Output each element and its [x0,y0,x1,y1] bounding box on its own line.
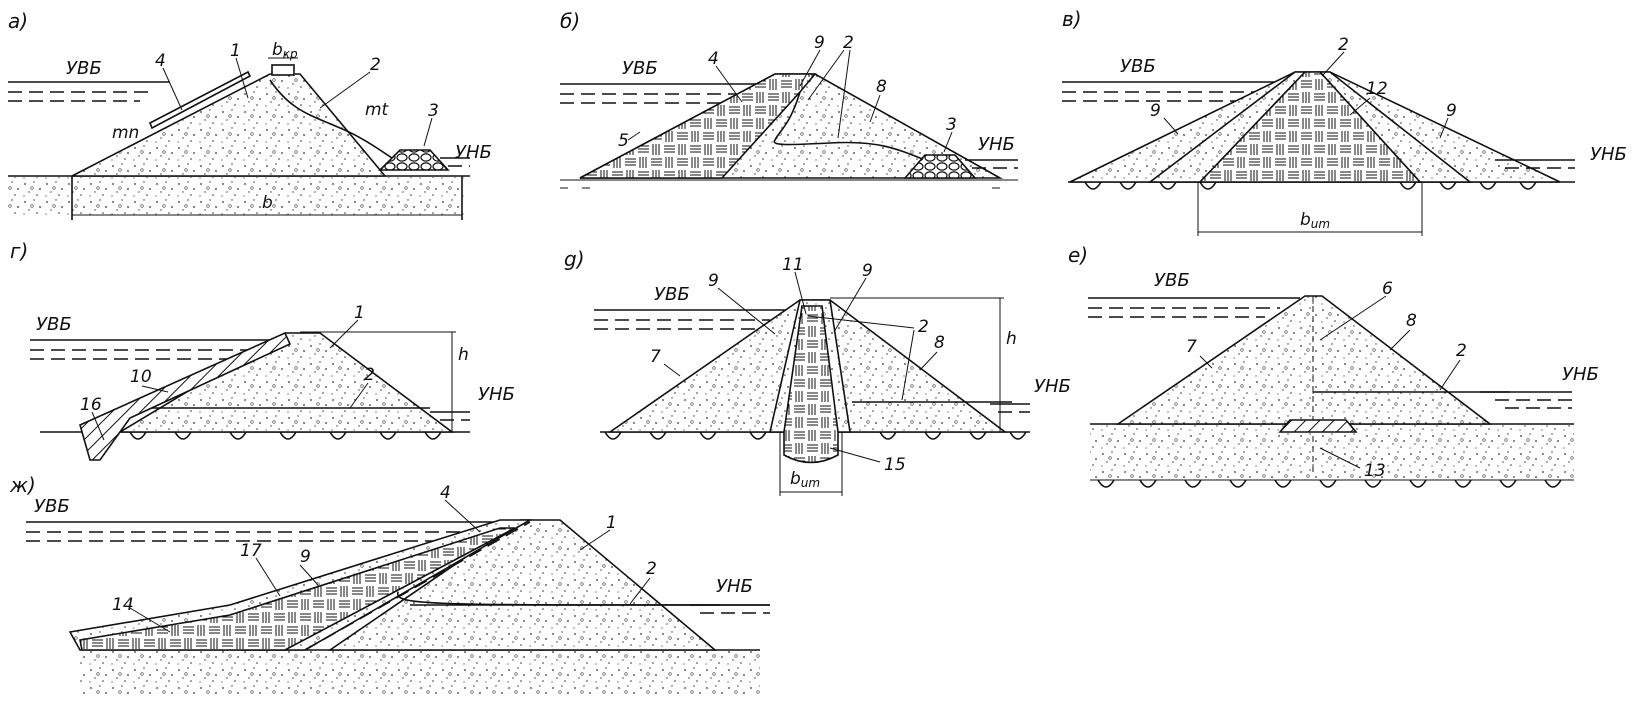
pond-blanket-zh [79,527,516,651]
panel-label-g: г) [10,239,28,263]
callout-10-g: 10 [130,367,152,387]
callout-3-a: 3 [428,101,439,121]
panel-d: g) УВБ УНБ h bum 9 11 [564,247,1071,496]
toe-drain-b [903,154,977,179]
upstream-water-lines-zh [26,521,540,542]
upstream-water-lines-b [560,83,790,104]
height-label-d: h [1006,329,1017,349]
callout-2-a: 2 [370,55,381,75]
callout-4-b: 4 [708,49,719,69]
height-label-g: h [458,345,469,365]
panel-label-v: в) [1062,7,1082,31]
panel-label-a: а) [8,9,28,33]
callout-14-zh: 14 [112,595,134,615]
panel-a: а) УВБ b bҝр УНБ mn mt [8,9,492,220]
upstream-water-lines-g [30,339,272,360]
upstream-water-lines-e [1088,297,1300,318]
callout-2-v: 2 [1338,35,1349,55]
upstream-water-lines-v [1062,81,1300,102]
downstream-water-lines-d [990,403,1030,413]
clay-screen-b [579,73,817,179]
seepage-line-a [269,79,396,161]
downstream-water-lines-e [1480,391,1572,409]
callout-2-e: 2 [1456,341,1467,361]
unb-label-a: УНБ [455,142,492,163]
callout-3-b: 3 [946,115,957,135]
clay-core-v [1198,71,1422,183]
core-width-label-v: bum [1300,210,1330,231]
slope-mn-label: mn [112,123,139,143]
horizontal-drain-e [1278,419,1358,433]
toe-drain-a [378,149,450,171]
core-width-label-d: bum [790,469,820,490]
base-width-label: b [262,193,273,213]
slope-mt-label: mt [365,100,390,120]
callout-8-b: 8 [876,77,887,97]
uvb-label-v: УВБ [1120,56,1156,77]
unb-label-g: УНБ [478,384,515,405]
callout-1-a: 1 [230,41,241,61]
panel-zh: ж) УВБ УНБ 4 1 2 17 9 1 [9,473,770,695]
panel-g: г) УВБ УНБ h 1 10 16 2 [10,239,515,461]
downstream-water-lines-v [1495,159,1575,169]
panel-label-zh: ж) [9,473,36,497]
callout-15-d: 15 [884,455,906,475]
unb-label-d: УНБ [1034,376,1071,397]
callout-2-d: 2 [918,317,929,337]
callout-9-b: 9 [814,33,825,53]
downstream-water-lines-b [965,159,1018,169]
downstream-water-lines-g [430,411,470,421]
dam-body-a [71,73,387,177]
callout-4-a: 4 [155,51,166,71]
callout-9-v-left: 9 [1150,101,1161,121]
callout-2-g: 2 [364,365,375,385]
callout-4-zh: 4 [440,483,451,503]
callout-9-d-right: 9 [862,261,873,281]
callout-9-zh: 9 [300,547,311,567]
panel-v: в) УВБ УНБ bum 2 12 9 9 [1062,7,1627,236]
callout-7-d: 7 [650,347,661,367]
callout-8-d: 8 [934,333,945,353]
downstream-water-lines-zh [690,604,770,614]
upstream-water-lines-d [594,309,790,330]
dam-body-g [117,332,455,433]
callout-7-e: 7 [1186,337,1197,357]
callout-2-zh: 2 [646,559,657,579]
panel-label-d: g) [564,247,585,271]
callout-2-b: 2 [843,33,854,53]
unb-label-zh: УНБ [716,576,753,597]
downstream-water-lines-a [440,157,470,167]
crest-width-label: bҝр [272,40,298,61]
clay-core-d [783,305,839,464]
callout-1-g: 1 [354,303,365,323]
dam-body-e [1115,295,1493,425]
uvb-label-e: УВБ [1154,270,1190,291]
callout-9-d-left: 9 [708,271,719,291]
panel-e: е) УВБ УНБ 6 8 2 7 13 [1068,243,1599,488]
callout-16-g: 16 [80,395,102,415]
unb-label-e: УНБ [1562,364,1599,385]
callout-9-v-right: 9 [1446,101,1457,121]
callout-6-e: 6 [1382,279,1393,299]
callout-11-d: 11 [782,255,804,275]
uvb-label-a: УВБ [66,58,102,79]
panel-label-e: е) [1068,243,1088,267]
uvb-label-g: УВБ [36,314,72,335]
callout-1-zh: 1 [606,513,617,533]
callout-17-zh: 17 [240,541,262,561]
panel-label-b: б) [560,9,580,33]
callout-13-e: 13 [1364,461,1386,481]
callout-5-b: 5 [618,131,629,151]
uvb-label-d: УВБ [654,284,690,305]
sloping-screen-g [79,331,292,461]
upstream-water-lines-a [8,81,170,102]
uvb-label-b: УВБ [622,58,658,79]
uvb-label-zh: УВБ [34,496,70,517]
unb-label-b: УНБ [978,134,1015,155]
panel-b: б) УВБ УНБ 4 9 2 8 5 3 [560,9,1018,189]
callout-12-v: 12 [1366,79,1388,99]
unb-label-v: УНБ [1590,144,1627,165]
callout-8-e: 8 [1406,311,1417,331]
